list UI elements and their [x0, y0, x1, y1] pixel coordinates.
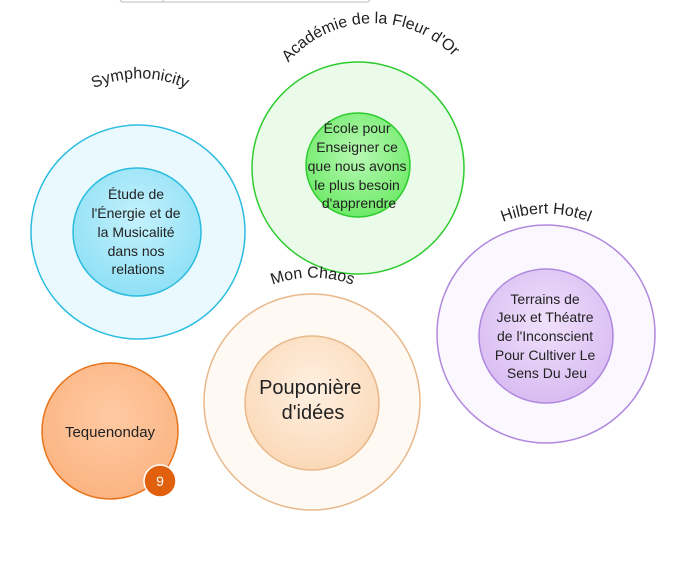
node-hilbert-label: Hilbert Hotel: [499, 201, 594, 226]
node-hilbert-text: Terrains de Jeux et Théatre de l'Inconsc…: [495, 291, 599, 381]
node-symphonicity-label: Symphonicity: [89, 65, 191, 92]
node-mon-chaos-label: Mon Chaos: [268, 265, 356, 289]
count-badge[interactable]: 9: [143, 464, 177, 498]
node-tequenonday[interactable]: Tequenonday 9: [41, 362, 179, 500]
node-mon-chaos[interactable]: Mon Chaos Pouponière d'idées: [203, 265, 421, 511]
node-academie-label: Académie de la Fleur d'Or: [279, 10, 463, 65]
node-symphonicity-text: Étude de l'Énergie et de la Musicalité d…: [92, 186, 185, 277]
node-tequenonday-text: Tequenonday: [65, 424, 156, 441]
node-academie-text: École pour Enseigner ce que nous avons l…: [308, 120, 411, 211]
node-mon-chaos-text: Pouponière d'idées: [259, 377, 367, 424]
node-academie[interactable]: Académie de la Fleur d'Or École pour Ens…: [251, 10, 465, 275]
svg-text:9: 9: [156, 473, 164, 489]
top-toolbar-box: [119, 0, 371, 3]
node-hilbert[interactable]: Hilbert Hotel Terrains de Jeux et Théatr…: [436, 201, 656, 444]
node-symphonicity[interactable]: Symphonicity Étude de l'Énergie et de la…: [30, 65, 246, 340]
